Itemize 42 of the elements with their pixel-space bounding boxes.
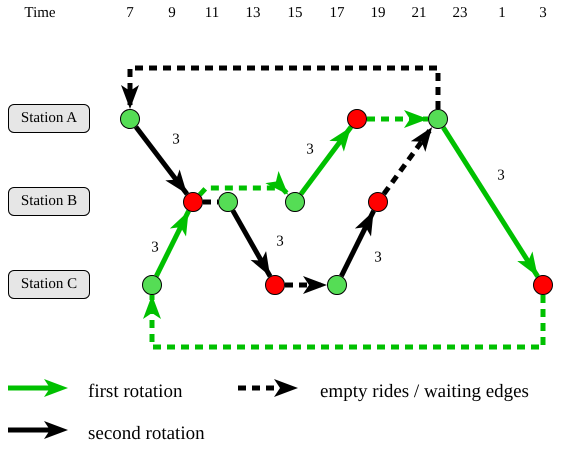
departure-node-circle	[327, 275, 347, 295]
arrival-node-circle	[183, 192, 203, 212]
time-tick-label: 19	[370, 5, 386, 22]
arrow	[382, 126, 434, 196]
time-tick-label: 1	[498, 5, 506, 22]
arrival-node-circle	[347, 109, 367, 129]
departure-node-circle	[120, 109, 140, 129]
station-box: Station B	[8, 187, 90, 216]
arrow	[143, 295, 546, 350]
time-tick-label: 13	[246, 5, 260, 22]
legend-label: empty rides / waiting edges	[320, 381, 529, 403]
arrow	[285, 276, 327, 294]
arrival-node-circle	[533, 275, 553, 295]
arrow	[367, 110, 428, 128]
time-tick-label: 23	[452, 5, 468, 22]
arrow	[121, 66, 440, 109]
arrival-node-circle	[265, 275, 285, 295]
connector-line	[203, 200, 218, 204]
time-tick-label: 7	[126, 5, 134, 22]
arrow	[441, 126, 540, 278]
station-box: Station C	[8, 270, 90, 299]
departure-node-circle	[428, 109, 448, 129]
arrow	[339, 210, 376, 278]
time-tick-label: 3	[539, 5, 547, 22]
time-tick-label: 17	[330, 5, 344, 22]
legend-label: second rotation	[88, 423, 205, 445]
arrow	[230, 209, 272, 278]
departure-node-circle	[218, 192, 238, 212]
arrow	[134, 125, 189, 196]
arrow	[154, 210, 191, 278]
departure-node-circle	[285, 192, 305, 212]
arrow	[198, 170, 290, 196]
time-tick-label: 11	[204, 5, 220, 22]
arrival-node-circle	[368, 192, 388, 212]
time-tick-label: 21	[412, 5, 426, 22]
legend-label: first rotation	[88, 381, 182, 403]
time-tick-label: 9	[168, 5, 176, 22]
departure-node-circle	[142, 275, 162, 295]
axis-title: Time	[24, 5, 56, 22]
arrow	[299, 126, 353, 196]
time-tick-label: 15	[288, 5, 302, 22]
station-box: Station A	[8, 104, 90, 133]
